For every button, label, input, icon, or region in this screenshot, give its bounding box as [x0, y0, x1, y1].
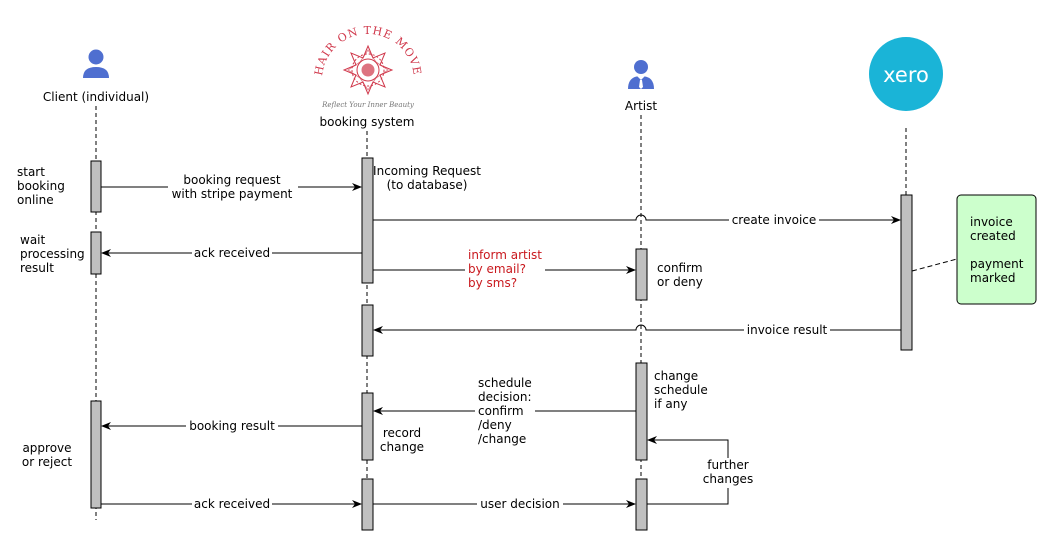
svg-text:with stripe payment: with stripe payment — [172, 187, 293, 201]
activation-artist-2 — [635, 362, 648, 461]
svg-text:schedule: schedule — [478, 376, 532, 390]
activation-client-2 — [90, 231, 102, 275]
svg-text:record: record — [383, 426, 421, 440]
svg-text:or reject: or reject — [22, 455, 72, 469]
person-icon — [83, 49, 109, 78]
svg-text:payment: payment — [970, 257, 1024, 271]
message-create-invoice: create invoice — [373, 212, 901, 228]
svg-text:create invoice: create invoice — [732, 213, 817, 227]
message-user-decision: user decision — [373, 496, 636, 512]
svg-text:by email?: by email? — [468, 262, 526, 276]
svg-text:invoice: invoice — [970, 215, 1013, 229]
message-booking-result: booking result — [101, 418, 362, 434]
svg-text:wait: wait — [20, 233, 46, 247]
svg-text:or deny: or deny — [657, 275, 703, 289]
svg-text:start: start — [17, 165, 45, 179]
message-schedule-decision: schedule decision: confirm /deny /change — [373, 376, 636, 446]
svg-text:further: further — [707, 458, 748, 472]
svg-text:created: created — [970, 229, 1016, 243]
svg-text:result: result — [20, 261, 54, 275]
svg-text:change: change — [380, 440, 424, 454]
annotation-wait-processing: wait processing result — [20, 233, 85, 275]
svg-text:by sms?: by sms? — [468, 276, 517, 290]
message-inform-artist: inform artist by email? by sms? — [373, 248, 636, 292]
svg-text:ack received: ack received — [194, 246, 270, 260]
activation-artist-1 — [635, 248, 648, 301]
svg-text:ack received: ack received — [194, 497, 270, 511]
activation-client-1 — [90, 160, 102, 213]
message-invoice-result: invoice result — [373, 322, 901, 338]
activation-booking-3 — [361, 392, 374, 461]
svg-text:Incoming Request: Incoming Request — [373, 164, 481, 178]
svg-text:/change: /change — [478, 432, 526, 446]
activation-artist-3 — [635, 478, 648, 531]
annotation-record-change: record change — [380, 426, 424, 454]
participant-client-label: Client (individual) — [43, 90, 149, 104]
svg-text:changes: changes — [703, 472, 753, 486]
annotation-incoming-request: Incoming Request (to database) — [373, 164, 481, 192]
svg-text:confirm: confirm — [657, 261, 703, 275]
note-connector — [911, 258, 958, 272]
message-further-changes: further changes — [647, 436, 756, 505]
svg-text:processing: processing — [20, 247, 85, 261]
activation-booking-2 — [361, 304, 374, 357]
svg-text:confirm: confirm — [478, 404, 524, 418]
activation-client-3 — [90, 400, 102, 509]
logo-tagline: Reflect Your Inner Beauty — [321, 101, 415, 109]
svg-text:booking result: booking result — [189, 419, 275, 433]
activation-booking-1 — [361, 157, 374, 284]
annotation-change-schedule: change schedule if any — [654, 369, 708, 411]
annotation-approve-reject: approve or reject — [22, 441, 72, 469]
svg-text:booking request: booking request — [183, 173, 281, 187]
svg-text:schedule: schedule — [654, 383, 708, 397]
svg-text:online: online — [17, 193, 54, 207]
svg-text:invoice result: invoice result — [747, 323, 828, 337]
annotation-start-booking: start booking online — [17, 165, 65, 207]
annotation-confirm-deny: confirm or deny — [657, 261, 703, 289]
svg-text:/deny: /deny — [478, 418, 512, 432]
svg-text:approve: approve — [22, 441, 71, 455]
svg-text:if any: if any — [654, 397, 687, 411]
businessman-icon — [628, 60, 654, 89]
message-booking-request: booking request with stripe payment — [101, 173, 362, 203]
participant-artist-label: Artist — [625, 99, 657, 113]
activation-booking-4 — [361, 478, 374, 531]
svg-text:marked: marked — [970, 271, 1016, 285]
xero-logo: xero — [869, 37, 943, 111]
message-ack-received-2: ack received — [101, 496, 362, 512]
svg-text:(to database): (to database) — [387, 178, 468, 192]
activation-xero — [900, 194, 913, 351]
svg-text:booking: booking — [17, 179, 65, 193]
note-invoice-payment: invoice created payment marked — [956, 194, 1037, 305]
svg-text:change: change — [654, 369, 698, 383]
message-ack-received-1: ack received — [101, 245, 362, 261]
participant-booking-label: booking system — [319, 115, 414, 129]
svg-text:decision:: decision: — [478, 390, 532, 404]
hair-on-the-move-logo: HAIR ON THE MOVE Reflect Your Inner Beau… — [312, 24, 423, 109]
svg-text:user decision: user decision — [480, 497, 559, 511]
svg-text:inform artist: inform artist — [468, 248, 542, 262]
xero-logo-text: xero — [883, 63, 929, 87]
